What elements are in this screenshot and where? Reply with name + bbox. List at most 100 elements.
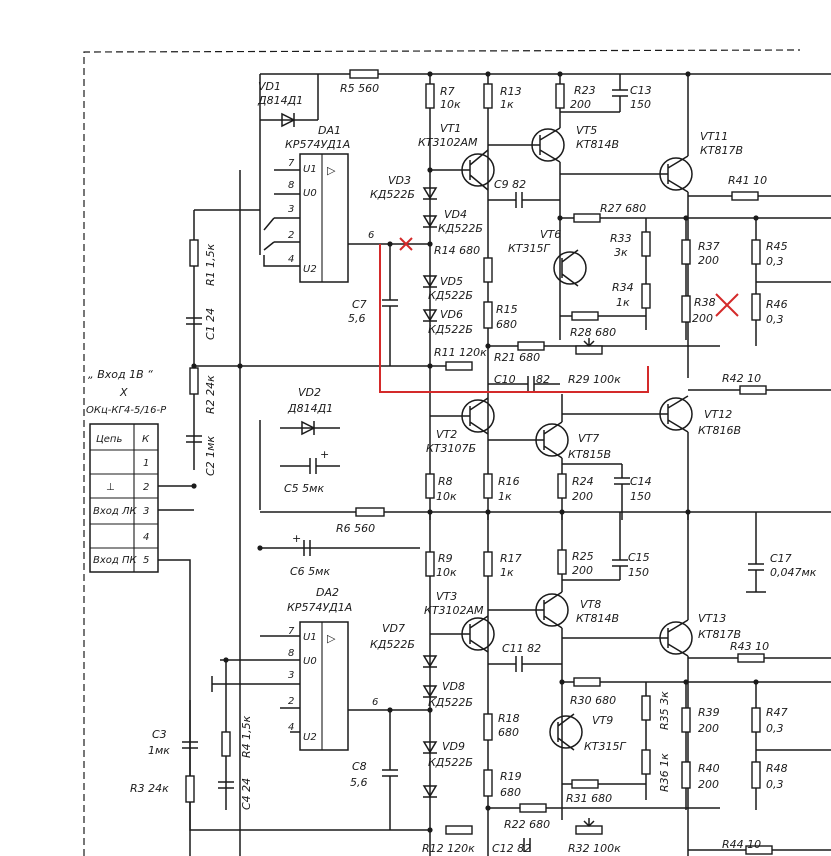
resistor-r37 [681, 239, 691, 265]
label-c7: C7 [352, 298, 367, 311]
label-r34-value: 1к [616, 296, 630, 309]
label-c5: C5 5мк [284, 482, 324, 495]
da2-pin6: 6 [372, 697, 378, 708]
vt1-leads [430, 149, 489, 191]
label-vd4: VD4 [444, 208, 467, 221]
resistor-r9 [425, 551, 435, 577]
label-r15-value: 680 [496, 318, 517, 331]
label-r38: R38 [694, 296, 716, 309]
c7-wire [382, 244, 398, 366]
label-r15: R15 [496, 303, 518, 316]
label-r31: R31 680 [566, 792, 612, 805]
label-vt5-value: КТ814В [576, 138, 619, 151]
label-r46: R46 [766, 298, 788, 311]
resistor-r39 [681, 707, 691, 733]
da2-triangle-icon: ▷ [327, 632, 336, 645]
vd2-diode-icon [301, 420, 316, 436]
resistor-r48 [751, 761, 761, 789]
label-da1: DA1 [318, 124, 341, 137]
label-vd3-value: КД522Б [370, 188, 415, 201]
resistor-r44 [745, 845, 773, 855]
label-r38-value: 200 [692, 312, 713, 325]
label-da2: DA2 [316, 586, 339, 599]
label-vt3: VT3 [436, 590, 457, 603]
capacitor-c12-icon [523, 838, 531, 852]
transistor-vt9-icon [549, 715, 583, 749]
label-c15-value: 150 [628, 566, 649, 579]
resistor-r34 [641, 283, 651, 309]
capacitor-c14-icon [562, 463, 630, 520]
label-r46-value: 0,3 [766, 313, 784, 326]
label-connector-type: ОКц-КГ4-5/16-Р [86, 405, 167, 416]
label-vt1: VT1 [440, 122, 461, 135]
resistor-r32 [575, 825, 603, 835]
da1-pin6: 6 [368, 230, 374, 241]
da2-u1: U1 [303, 632, 317, 643]
modification-wire [379, 244, 649, 393]
label-c13-value: 150 [630, 98, 651, 111]
label-c8-value: 5,6 [350, 776, 368, 789]
da2-pin8: 8 [288, 648, 294, 659]
resistor-r42 [739, 385, 767, 395]
label-da2-value: КР574УД1А [287, 601, 352, 614]
vd4-diode-icon [422, 215, 438, 228]
label-r45-value: 0,3 [766, 255, 784, 268]
vt6-leads [561, 249, 579, 287]
capacitor-c13-icon [560, 74, 628, 113]
vt5-leads [488, 74, 561, 340]
label-r23: R23 [574, 84, 596, 97]
label-c10: C10 [494, 373, 516, 386]
label-r47: R47 [766, 706, 788, 719]
label-vt3-value: КТ3102АМ [424, 604, 484, 617]
label-r36: R36 1к [658, 753, 671, 792]
connector-row-5-name: Вход ПК [93, 555, 138, 566]
resistor-r40 [681, 761, 691, 789]
resistor-r46 [751, 293, 761, 321]
resistor-r8 [425, 473, 435, 499]
label-vt5: VT5 [576, 124, 597, 137]
resistor-r6 [355, 507, 385, 517]
resistor-r45 [751, 239, 761, 265]
da2-pin7: 7 [288, 626, 295, 637]
vd7-diode-icon [422, 655, 438, 668]
label-vd9-value: КД522Б [428, 756, 473, 769]
label-r41: R41 10 [728, 174, 767, 187]
transistor-vt6-icon [553, 251, 587, 285]
connector-row-5-pin: 5 [143, 555, 149, 566]
resistor-r25 [557, 549, 567, 575]
label-r8-value: 10к [436, 490, 457, 503]
resistor-r7 [425, 83, 435, 109]
resistor-r5 [349, 69, 379, 79]
label-r48: R48 [766, 762, 788, 775]
da2-u2: U2 [303, 732, 317, 743]
connector-row-2-pin: 2 [143, 482, 149, 493]
resistor-r35 [641, 695, 651, 721]
label-r37-value: 200 [698, 254, 719, 267]
label-r9: R9 [438, 552, 453, 565]
label-vt8-value: КТ814В [576, 612, 619, 625]
label-vt1-value: КТ3102АМ [418, 136, 478, 149]
label-c12: C12 82 [492, 842, 531, 855]
resistor-r13 [483, 83, 493, 109]
label-vd1-value: Д814Д1 [257, 94, 303, 107]
label-r21: R21 680 [494, 351, 540, 364]
resistor-r38 [681, 295, 691, 323]
c10-capacitor-icon [488, 376, 560, 392]
capacitor-c15-icon [562, 512, 628, 581]
capacitor-c6-icon [303, 540, 311, 556]
connector-header-pin: К [142, 434, 150, 445]
label-c15: C15 [628, 551, 650, 564]
resistor-r24 [557, 473, 567, 499]
label-vt2-value: КТ3107Б [426, 442, 476, 455]
vt13-leads [562, 512, 689, 856]
label-da1-value: КР574УД1А [285, 138, 350, 151]
label-c14: C14 [630, 475, 652, 488]
label-vd9: VD9 [442, 740, 465, 753]
label-connector-x: X [119, 386, 128, 399]
capacitor-c5-icon [280, 458, 340, 474]
label-r17-value: 1к [500, 566, 514, 579]
capacitor-c11-icon [488, 656, 562, 672]
connector-row-3-name: Вход ЛК [93, 506, 138, 517]
label-vt8: VT8 [580, 598, 601, 611]
resistor-r23 [555, 83, 565, 109]
